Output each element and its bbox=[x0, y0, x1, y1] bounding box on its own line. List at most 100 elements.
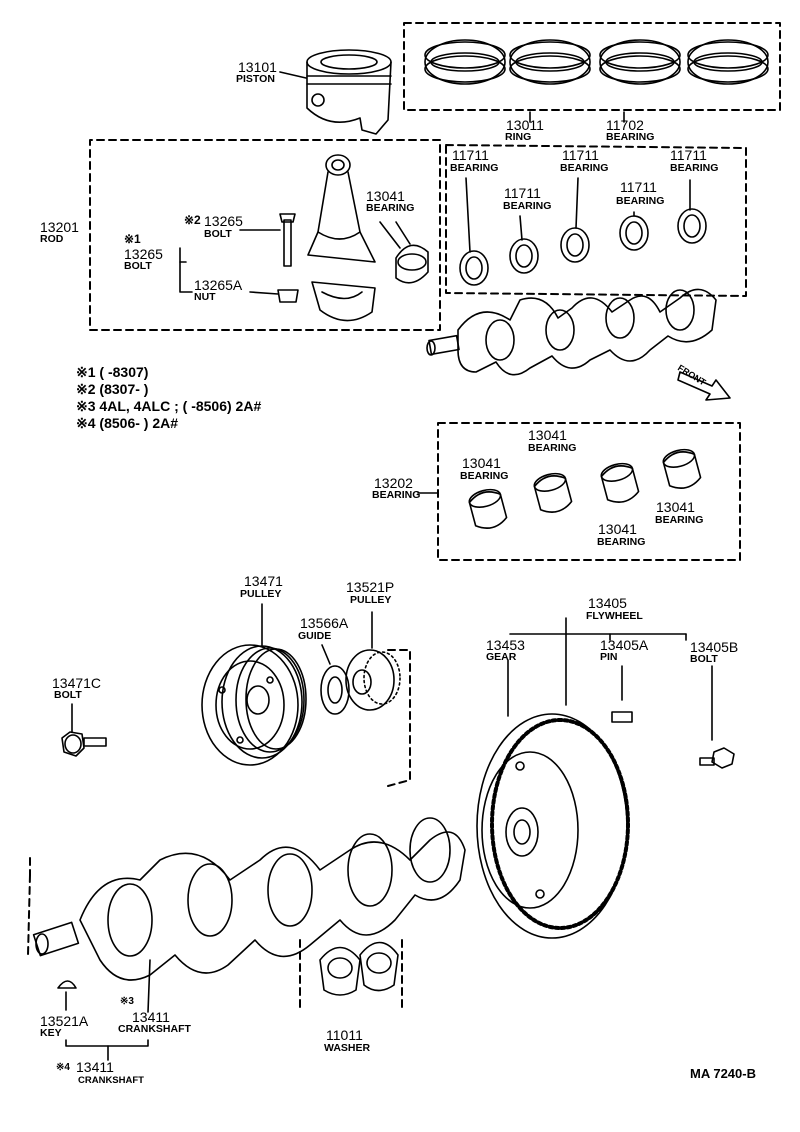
rod-part-name: ROD bbox=[40, 233, 64, 245]
conrod-bearings-drawing bbox=[417, 448, 702, 529]
conrod-bearing4-part-number: 13041 bbox=[656, 499, 695, 515]
key-drawing bbox=[57, 980, 77, 1011]
main-bearing1-part-name: BEARING bbox=[450, 162, 499, 174]
pulley-part-number: 13471 bbox=[244, 573, 283, 589]
rod-nut-part-number: 13265A bbox=[194, 277, 243, 293]
footnote-3-mark: ※3 bbox=[76, 398, 96, 414]
bearing-set-part-number: 13202 bbox=[374, 475, 413, 491]
main-bearing-group-frame bbox=[445, 144, 747, 297]
pulley-bolt-part-name: BOLT bbox=[54, 689, 82, 701]
pulley-part-name: PULLEY bbox=[240, 588, 282, 600]
main-bearing3-part-name: BEARING bbox=[560, 162, 609, 174]
main-bearing1-part-number: 11711 bbox=[452, 147, 489, 163]
main-bearing5-part-number: 11711 bbox=[670, 147, 707, 163]
piston-drawing bbox=[279, 49, 392, 135]
ring-part-number: 13011 bbox=[506, 117, 544, 133]
footnote-4-mark: ※4 bbox=[76, 415, 96, 431]
dashed-group-frames bbox=[27, 22, 781, 1011]
piston-part-number: 13101 bbox=[238, 59, 277, 75]
main-bearing-part-number: 11702 bbox=[606, 117, 644, 133]
footnote-2-mark: ※2 bbox=[76, 381, 96, 397]
rod-bolt2-part-number: 13265 bbox=[204, 213, 243, 229]
pulley-guide-frame bbox=[387, 649, 411, 787]
rod-bearing-drawing bbox=[379, 221, 429, 284]
footnote-1-text: ( -8307) bbox=[99, 364, 149, 380]
main-bearing3-part-number: 11711 bbox=[562, 147, 599, 163]
conrod-bearing1-part-number: 13041 bbox=[462, 455, 501, 471]
key-part-number: 13521A bbox=[40, 1013, 89, 1029]
main-bearing-part-name: BEARING bbox=[606, 131, 655, 143]
front-arrow-icon bbox=[677, 371, 731, 401]
flywheel-part-number: 13405 bbox=[588, 595, 627, 611]
rod-nut-part-name: NUT bbox=[194, 291, 216, 303]
footnote-2: ※2 (8307- ) bbox=[76, 381, 148, 397]
footnote-1-mark: ※1 bbox=[76, 364, 96, 380]
flywheel-part-name: FLYWHEEL bbox=[586, 610, 643, 622]
gear-part-name: GEAR bbox=[486, 651, 517, 663]
timing-pulley-drawing bbox=[320, 611, 401, 715]
ring-part-name: RING bbox=[505, 131, 532, 143]
conrod-bearing3-part-name: BEARING bbox=[597, 536, 646, 548]
crank-pulley-drawing bbox=[201, 603, 307, 766]
main-bearing4-part-name: BEARING bbox=[616, 195, 665, 207]
rod-bearing-part-name: BEARING bbox=[366, 202, 415, 214]
crankshaft3-part-number: 13411 bbox=[132, 1009, 170, 1025]
flywheel-bolt-drawing bbox=[699, 665, 735, 769]
crankshaft-small-drawing bbox=[426, 288, 717, 376]
crankshaft4-part-name: CRANKSHAFT bbox=[78, 1075, 144, 1086]
gear-part-number: 13453 bbox=[486, 637, 525, 653]
conrod-bearing-group-frame bbox=[437, 422, 741, 561]
marker-2: ※2 bbox=[184, 213, 201, 227]
guide-part-name: GUIDE bbox=[298, 630, 332, 642]
flywheel-drawing bbox=[476, 617, 687, 939]
main-bearing2-part-number: 11711 bbox=[504, 185, 541, 201]
main-bearing2-part-name: BEARING bbox=[503, 200, 552, 212]
pin-part-name: PIN bbox=[600, 651, 618, 663]
pulley-bolt-drawing bbox=[61, 703, 107, 757]
conrod-bearing2-part-number: 13041 bbox=[528, 427, 567, 443]
crankshaft-large-drawing bbox=[32, 817, 466, 1013]
footnote-3: ※3 4AL, 4ALC ; ( -8506) 2A# bbox=[76, 398, 261, 414]
washer-part-name: WASHER bbox=[324, 1042, 371, 1054]
thrust-washers-drawing bbox=[319, 941, 399, 996]
main-bearing4-part-number: 11711 bbox=[620, 179, 657, 195]
connecting-rod-drawing bbox=[179, 154, 376, 322]
crankshaft-bracket-lines bbox=[65, 1039, 149, 1061]
piston-part-name: PISTON bbox=[236, 73, 275, 85]
rod-bolt1-part-name: BOLT bbox=[124, 260, 152, 272]
main-bearings-drawing bbox=[459, 177, 707, 286]
conrod-bearing2-part-name: BEARING bbox=[528, 442, 577, 454]
pulley-p-part-number: 13521P bbox=[346, 579, 395, 595]
main-bearing5-part-name: BEARING bbox=[670, 162, 719, 174]
rod-bolt2-part-name: BOLT bbox=[204, 228, 232, 240]
washer-part-number: 11011 bbox=[326, 1027, 363, 1043]
pulley-p-part-name: PULLEY bbox=[350, 594, 392, 606]
flywheel-bolt-part-name: BOLT bbox=[690, 653, 718, 665]
rod-bearing-part-number: 13041 bbox=[366, 188, 405, 204]
rod-part-number: 13201 bbox=[40, 219, 79, 235]
key-part-name: KEY bbox=[40, 1027, 62, 1039]
marker-4: ※4 bbox=[56, 1062, 70, 1073]
conrod-bearing1-part-name: BEARING bbox=[460, 470, 509, 482]
footnote-3-text: 4AL, 4ALC ; ( -8506) 2A# bbox=[99, 398, 262, 414]
bearing-set-part-name: BEARING bbox=[372, 489, 421, 501]
marker-3: ※3 bbox=[120, 996, 134, 1007]
footnote-2-text: (8307- ) bbox=[99, 381, 149, 397]
conrod-bearing4-part-name: BEARING bbox=[655, 514, 704, 526]
crankshaft4-part-number: 13411 bbox=[76, 1059, 114, 1075]
footnote-4: ※4 (8506- ) 2A# bbox=[76, 415, 178, 431]
rod-bolt1-part-number: 13265 bbox=[124, 246, 163, 262]
crankshaft3-part-name: CRANKSHAFT bbox=[118, 1023, 191, 1035]
guide-part-number: 13566A bbox=[300, 615, 349, 631]
conrod-bearing3-part-number: 13041 bbox=[598, 521, 637, 537]
footnote-1: ※1 ( -8307) bbox=[76, 364, 148, 380]
rod-group-frame bbox=[89, 139, 441, 331]
marker-1: ※1 bbox=[124, 232, 141, 246]
ring-group-frame bbox=[403, 22, 781, 111]
pin-part-number: 13405A bbox=[600, 637, 649, 653]
footnote-4-text: (8506- ) 2A# bbox=[99, 415, 179, 431]
piston-rings-drawing bbox=[424, 39, 769, 123]
flywheel-pin-drawing bbox=[611, 665, 633, 723]
